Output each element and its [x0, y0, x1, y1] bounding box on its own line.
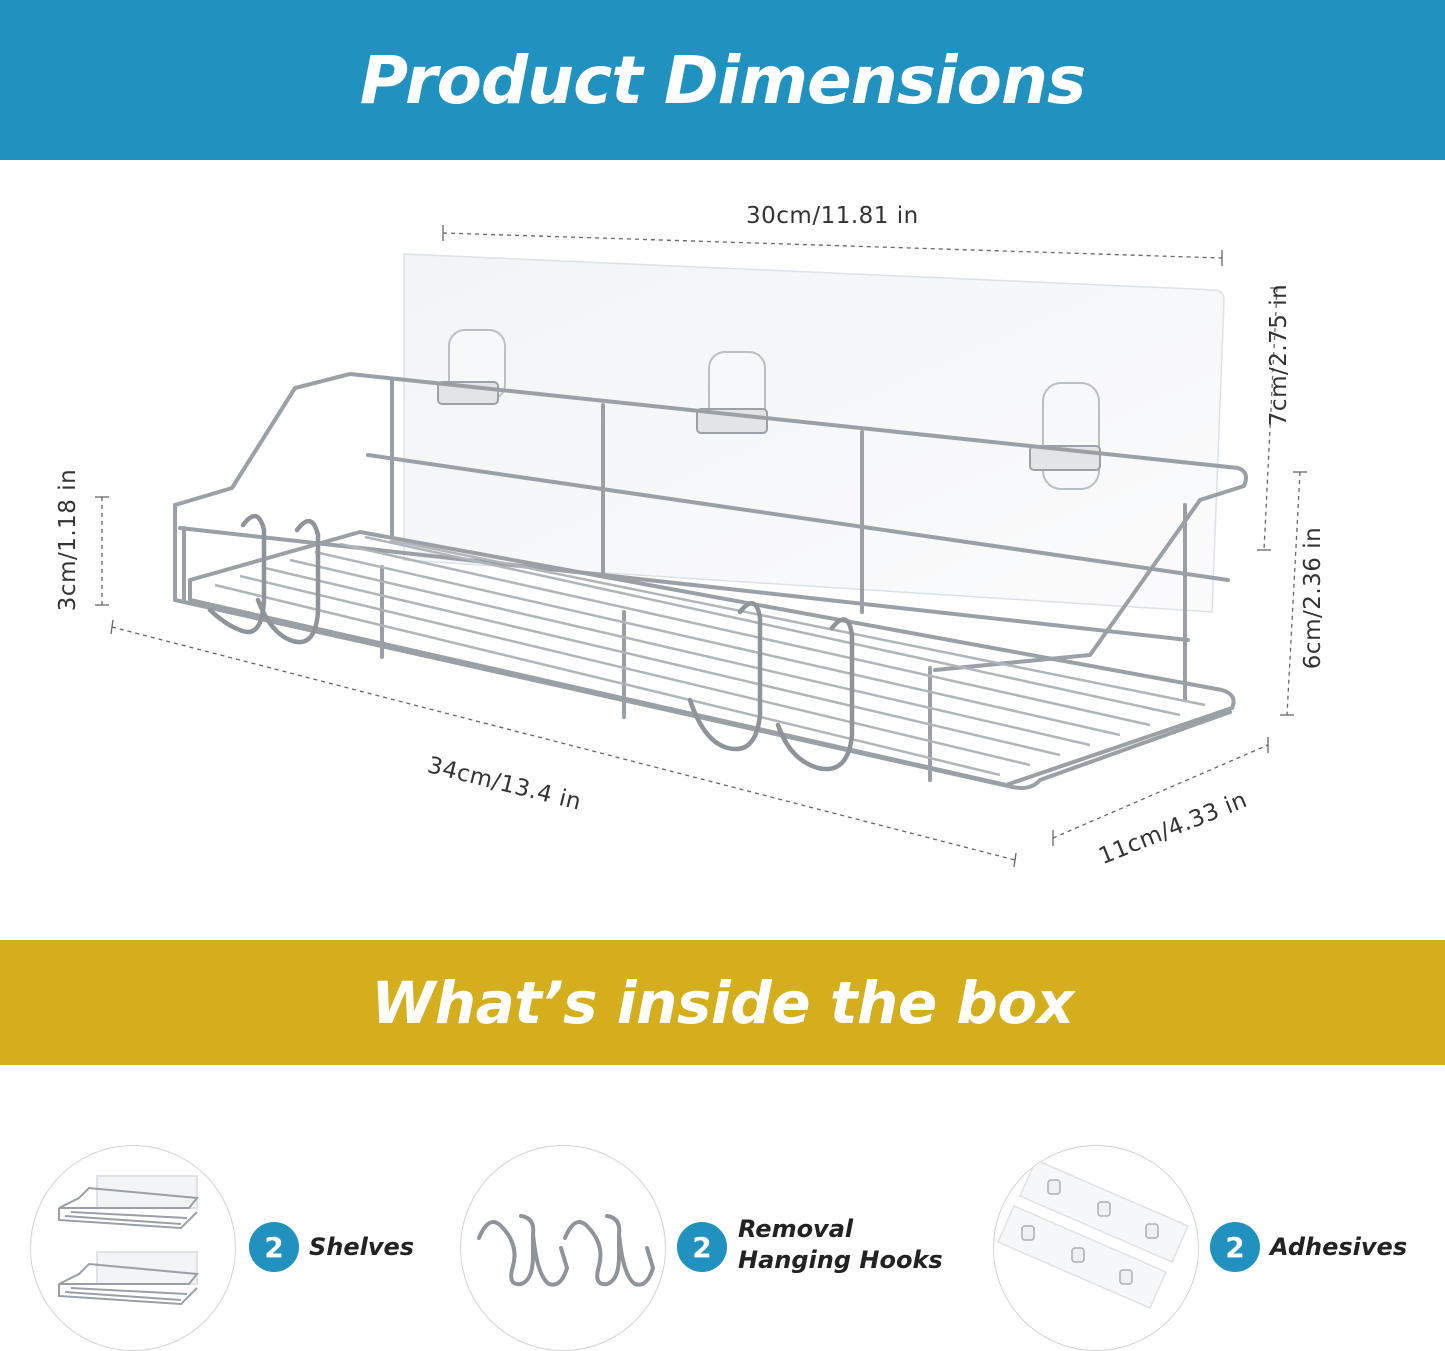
hooks-label-line1: Removal [738, 1215, 854, 1243]
contents-title: What’s inside the box [371, 968, 1074, 1037]
hooks-count-badge: 2 [677, 1222, 727, 1272]
basket-height-label: 6cm/2.36 in [1300, 526, 1327, 670]
hook-height-label: 3cm/1.18 in [55, 468, 82, 612]
hooks-label-line2: Hanging Hooks [738, 1246, 943, 1274]
hooks-icon [477, 1214, 656, 1287]
whats-inside-banner: What’s inside the box [0, 940, 1445, 1065]
hooks-thumbnail [460, 1145, 666, 1351]
dimension-lines [101, 232, 1301, 861]
shelf-product-illustration [95, 225, 1307, 868]
adhesives-thumbnail [993, 1145, 1199, 1351]
shelves-count-badge: 2 [249, 1222, 299, 1272]
page-title: Product Dimensions [359, 41, 1087, 119]
backplate-height-label: 7cm/2.75 in [1266, 283, 1293, 427]
adhesives-icon [997, 1159, 1189, 1309]
width-top-label: 30cm/11.81 in [746, 203, 919, 229]
shelves-label: Shelves [309, 1233, 415, 1261]
shelves-icon [58, 1175, 199, 1306]
adhesives-label: Adhesives [1270, 1233, 1408, 1261]
hooks-label: Removal Hanging Hooks [738, 1214, 943, 1276]
shelves-thumbnail [30, 1145, 236, 1351]
adhesives-count-badge: 2 [1210, 1222, 1260, 1272]
product-dimensions-banner: Product Dimensions [0, 0, 1445, 160]
